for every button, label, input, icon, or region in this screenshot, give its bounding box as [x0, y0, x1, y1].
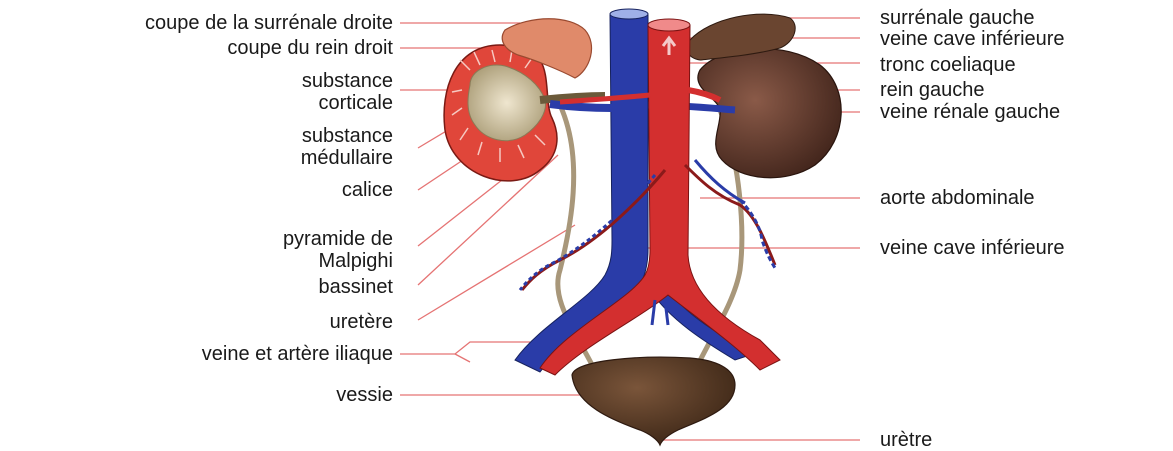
label-bassinet: bassinet — [319, 276, 394, 298]
label-veine-cave-inferieure: veine cave inférieure — [880, 237, 1065, 259]
label-veine-cave-inferieure-top: veine cave inférieure — [880, 28, 1065, 50]
label-vessie: vessie — [336, 384, 393, 406]
label-substance-medullaire-1: substance — [302, 125, 393, 147]
label-veine-renale-gauche: veine rénale gauche — [880, 101, 1060, 123]
label-veine-artere-iliaque: veine et artère iliaque — [202, 343, 393, 365]
label-substance-medullaire-2: médullaire — [301, 147, 393, 169]
label-substance-corticale-2: corticale — [319, 92, 393, 114]
label-coupe-surrenale-droite: coupe de la surrénale droite — [145, 12, 393, 34]
label-rein-gauche: rein gauche — [880, 79, 985, 101]
label-surrenale-gauche: surrénale gauche — [880, 7, 1035, 29]
label-coupe-rein-droit: coupe du rein droit — [227, 37, 393, 59]
label-pyramide-malpighi-2: Malpighi — [319, 250, 393, 272]
label-calice: calice — [342, 179, 393, 201]
label-uretere: uretère — [330, 311, 393, 333]
label-tronc-coeliaque: tronc coeliaque — [880, 54, 1016, 76]
bladder — [572, 357, 735, 445]
label-pyramide-malpighi-1: pyramide de — [283, 228, 393, 250]
label-uretre: urètre — [880, 429, 932, 451]
label-aorte-abdominale: aorte abdominale — [880, 187, 1035, 209]
label-substance-corticale-1: substance — [302, 70, 393, 92]
